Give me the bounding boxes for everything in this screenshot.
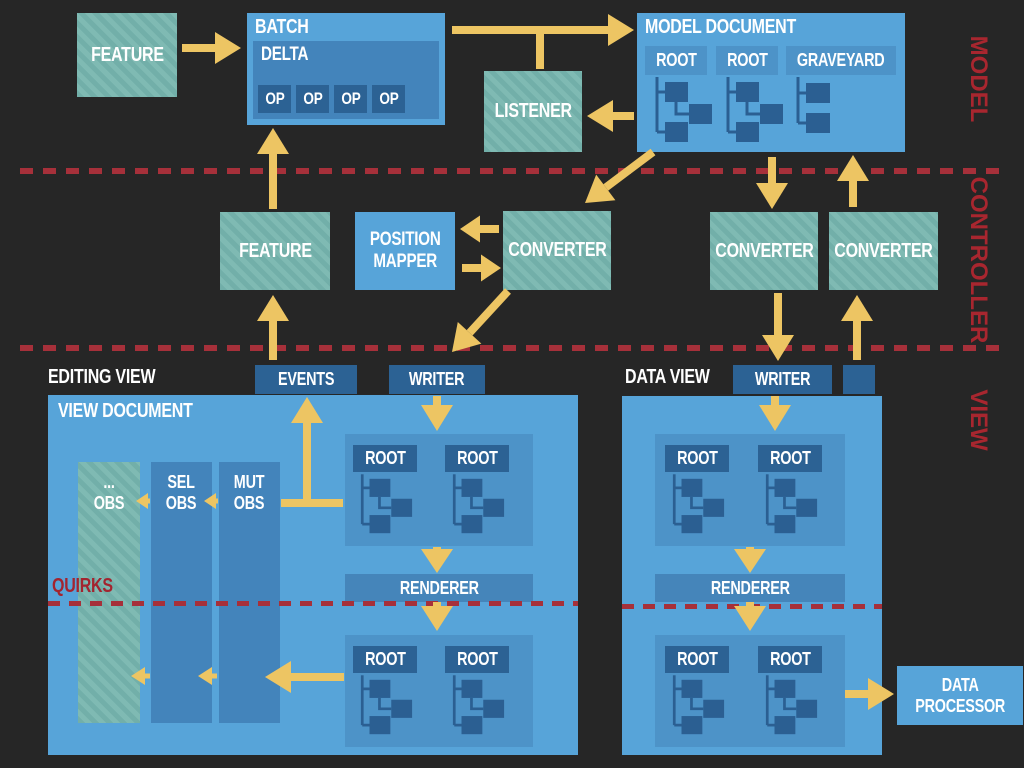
editing-writer-box: WRITER <box>389 365 485 394</box>
data-writer-box: WRITER <box>733 365 832 394</box>
position-mapper-label: POSITION MAPPER <box>369 229 441 272</box>
quirks-label: QUIRKS <box>52 575 113 597</box>
tree-diagram <box>720 77 784 152</box>
controller-layer-label: CONTROLLER <box>965 176 992 344</box>
delta-label: DELTA <box>261 44 309 65</box>
root-header: ROOT <box>758 445 822 472</box>
feature-box-model: FEATURE <box>77 13 177 97</box>
data-processor-box: DATA PROCESSOR <box>897 666 1023 725</box>
root-header: ROOT <box>645 46 707 75</box>
data-renderer-bar: RENDERER <box>655 574 845 602</box>
unlabeled-box <box>843 365 875 394</box>
op-box: OP <box>258 85 291 113</box>
tree-diagram <box>667 474 725 543</box>
data-view-box: ROOT ROOT RENDERER ROOT ROOT <box>622 396 882 755</box>
arrow-modeldoc-to-converterleft <box>585 148 656 203</box>
arrow-modeldoc-to-listener <box>587 100 634 132</box>
tree-diagram <box>649 77 713 152</box>
model-controller-divider <box>20 168 1008 174</box>
arrow-converter-to-posmapper <box>460 215 499 243</box>
batch-label: BATCH <box>255 16 309 38</box>
view-layer-label: VIEW <box>965 389 992 451</box>
root-header: ROOT <box>445 445 509 472</box>
data-root-panel-lower: ROOT ROOT <box>655 635 845 747</box>
delta-box: DELTA OP OP OP OP <box>253 41 439 119</box>
listener-box: LISTENER <box>484 71 582 152</box>
arrow-posmapper-to-converter <box>462 254 501 282</box>
listener-label: LISTENER <box>494 100 572 122</box>
view-document-title: VIEW DOCUMENT <box>58 400 193 422</box>
root-header: ROOT <box>758 646 822 673</box>
op-box: OP <box>334 85 367 113</box>
tree-diagram <box>760 675 818 744</box>
arrow-feature-to-batch <box>182 32 241 64</box>
data-root-panel-upper: ROOT ROOT <box>655 434 845 546</box>
editing-root-panel-upper: ROOT ROOT <box>345 434 533 546</box>
root-header: ROOT <box>665 445 729 472</box>
graveyard-header: GRAVEYARD <box>786 46 896 75</box>
root-header: ROOT <box>665 646 729 673</box>
converter-box-right: CONVERTER <box>829 212 938 290</box>
observer-column-mut: MUT OBS <box>219 462 280 723</box>
op-box: OP <box>296 85 329 113</box>
converter-box-left: CONVERTER <box>503 211 611 290</box>
arrow-converterright-to-modeldoc <box>837 155 869 207</box>
editing-root-panel-lower: ROOT ROOT <box>345 635 533 747</box>
view-document-box: VIEW DOCUMENT ... OBS SEL OBS MUT OBS RO… <box>48 395 578 755</box>
feature-box-model-label: FEATURE <box>90 43 164 66</box>
op-box: OP <box>372 85 405 113</box>
data-view-heading: DATA VIEW <box>625 366 710 388</box>
tree-diagram <box>790 77 854 152</box>
quirks-divider <box>48 601 578 606</box>
arrow-batch-to-modeldoc <box>452 14 634 46</box>
observer-column-sel: SEL OBS <box>151 462 212 723</box>
batch-box: BATCH DELTA OP OP OP OP <box>247 13 445 125</box>
tree-diagram <box>355 675 413 744</box>
editing-renderer-bar: RENDERER <box>345 574 533 602</box>
arrow-modeldoc-to-convertermid <box>756 157 788 209</box>
arrow-converter-to-writer <box>452 288 511 352</box>
tree-diagram <box>447 474 505 543</box>
tree-diagram <box>447 675 505 744</box>
root-header: ROOT <box>445 646 509 673</box>
feature-box-controller: FEATURE <box>220 212 330 290</box>
controller-view-divider <box>20 345 1008 351</box>
observer-column-other: ... OBS <box>78 462 140 723</box>
root-header: ROOT <box>716 46 778 75</box>
model-layer-label: MODEL <box>965 35 992 123</box>
tree-diagram <box>355 474 413 543</box>
root-header: ROOT <box>353 646 417 673</box>
position-mapper-box: POSITION MAPPER <box>355 212 455 290</box>
feature-box-controller-label: FEATURE <box>238 239 312 262</box>
model-document-title: MODEL DOCUMENT <box>645 16 797 38</box>
tree-diagram <box>760 474 818 543</box>
events-box: EVENTS <box>255 365 357 394</box>
data-view-divider <box>622 604 882 609</box>
converter-box-mid: CONVERTER <box>710 212 818 290</box>
root-header: ROOT <box>353 445 417 472</box>
tree-diagram <box>667 675 725 744</box>
model-document-box: MODEL DOCUMENT ROOT ROOT GRAVEYARD <box>637 13 905 152</box>
editing-view-heading: EDITING VIEW <box>48 366 156 388</box>
